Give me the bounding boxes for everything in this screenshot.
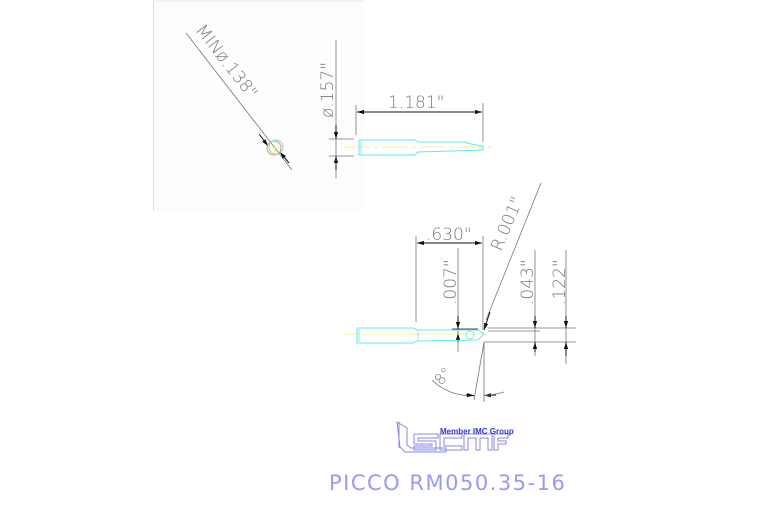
- iscar-logo: Member IMC Group: [396, 421, 514, 453]
- logo-i-swoosh-icon: [396, 421, 447, 453]
- overall-length-label: 1.181": [388, 93, 445, 113]
- product-title: PICCO RM050.35-16: [329, 471, 566, 495]
- logo-tagline: Member IMC Group: [440, 427, 514, 436]
- reach-length-label: .630": [426, 225, 472, 245]
- tip-offset-label: .007": [441, 259, 461, 305]
- max-depth-label: .122": [550, 259, 570, 305]
- cut-width-label: .043": [518, 259, 538, 305]
- corner-radius-label: R.001": [487, 194, 528, 254]
- shank-diameter-label: ø.157": [318, 62, 338, 118]
- side-view: ø.157" 1.181": [318, 40, 492, 178]
- detail-view: .630" .007" R.001" .043" .122": [344, 182, 576, 402]
- clearance-angle-label: 8°: [431, 364, 456, 389]
